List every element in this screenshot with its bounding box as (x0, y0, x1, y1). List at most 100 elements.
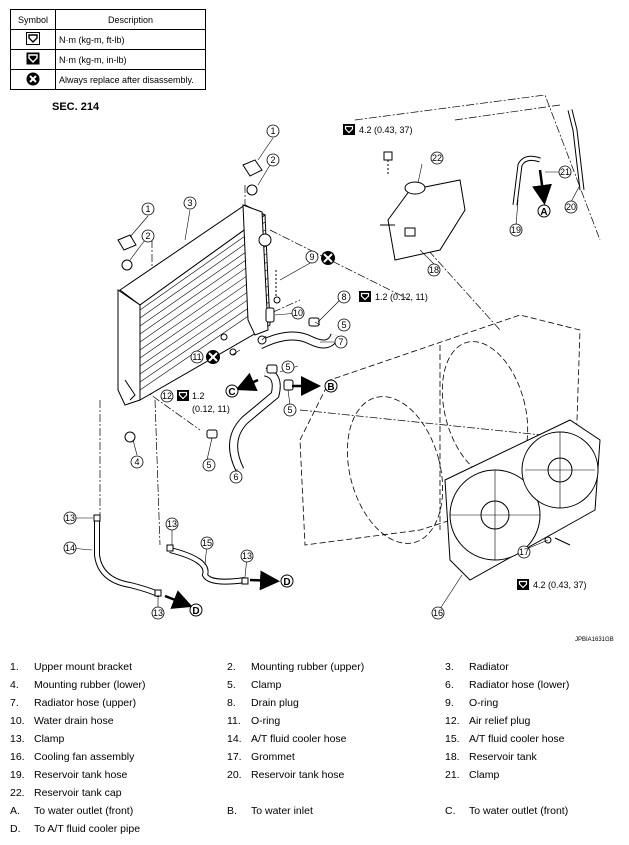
callout-number: 7 (338, 337, 343, 347)
parts-row: 19. Reservoir tank hose 20. Reservoir tank… (10, 769, 620, 787)
parts-row: 16.Cooling fan assembly 17.Grommet 18.Re… (10, 751, 620, 769)
torque-wrench-icon (26, 52, 40, 65)
part-number: 9. (445, 697, 454, 709)
part-letter: D. (10, 823, 21, 835)
callout-number: 10 (293, 308, 303, 318)
direction-arrows (164, 169, 552, 609)
list-item: A.To water outlet (front) (10, 805, 133, 817)
parts-row: 1.Upper mount bracket 2.Mounting rubber … (10, 661, 620, 679)
part-label: O-ring (469, 697, 499, 709)
callout-number: 17 (519, 547, 529, 557)
list-item: 14.A/T fluid cooler hose (227, 733, 347, 745)
callout-number: 5 (285, 362, 290, 372)
part-label: Radiator hose (upper) (34, 697, 137, 709)
direction-letter-d: D (192, 606, 199, 617)
part-label: Radiator hose (lower) (469, 679, 570, 691)
list-item: 7. Radiator hose (upper) (10, 697, 136, 709)
callout-number: 12 (162, 391, 172, 401)
small-parts (93, 270, 320, 597)
callout-number: 20 (566, 202, 576, 212)
list-item: 4. Mounting rubber (lower) (10, 679, 145, 691)
replace-x-icon (206, 251, 335, 364)
callout-number: 13 (153, 608, 163, 618)
part-label: Upper mount bracket (34, 661, 133, 673)
part-label: A/T fluid cooler hose (469, 733, 565, 745)
part-label: Cooling fan assembly (34, 751, 135, 763)
part-number: 4. (10, 679, 19, 691)
list-item: 17. Grommet (227, 751, 295, 763)
part-label: Reservoir tank hose (34, 769, 128, 781)
list-item: 22. Reservoir tank cap (10, 787, 122, 799)
symbol-legend: Symbol Description N·m (kg-m, ft-lb) N·m… (10, 9, 206, 90)
part-label: To water outlet (front) (469, 805, 569, 817)
part-letter: C. (445, 805, 456, 817)
part-label: Clamp (34, 733, 65, 745)
parts-row: A.To water outlet (front) B. To water inl… (10, 805, 620, 823)
callout-number: 5 (206, 460, 211, 470)
part-label: To A/T fluid cooler pipe (34, 823, 141, 835)
list-item: 15.A/T fluid cooler hose (445, 733, 565, 745)
torque-label-drain-plug: 1.2 (0.12, 11) (375, 292, 428, 302)
callout-number: 22 (432, 153, 442, 163)
reservoir-tank (380, 151, 466, 261)
part-number: 20. (227, 769, 242, 781)
direction-letter-b: B (327, 382, 334, 393)
list-item: 2.Mounting rubber (upper) (227, 661, 364, 673)
part-number: 10. (10, 715, 25, 727)
part-number: 17. (227, 751, 242, 763)
part-label: Clamp (469, 769, 500, 781)
replace-x-icon (26, 72, 40, 85)
part-number: 22. (10, 787, 25, 799)
direction-letter-a: A (540, 207, 547, 218)
callout-number: 13 (167, 519, 177, 529)
exploded-diagram: A B C D D (63, 94, 601, 620)
torque-label-air-relief-units: (0.12, 11) (192, 404, 230, 414)
callout-number: 21 (560, 167, 570, 177)
callout-number: 1 (270, 126, 275, 136)
part-number: 12. (445, 715, 460, 727)
direction-letter-c: C (228, 387, 235, 398)
callout-number: 6 (233, 472, 238, 482)
cooling-fan-assembly (444, 419, 601, 581)
part-number: 7. (10, 697, 19, 709)
parts-row: 13.Clamp 14.A/T fluid cooler hose 15.A/T… (10, 733, 620, 751)
list-item: 9. O-ring (445, 697, 498, 709)
part-number: 3. (445, 661, 454, 673)
part-number: 5. (227, 679, 236, 691)
callout-number: 18 (429, 265, 439, 275)
list-item: 6.Radiator hose (lower) (445, 679, 569, 691)
callout-number: 2 (270, 155, 275, 165)
torque-label-fan-bolt: 4.2 (0.43, 37) (533, 580, 587, 590)
part-number: 11. (227, 715, 241, 727)
hoses (94, 109, 585, 598)
parts-row: 22. Reservoir tank cap (10, 787, 620, 805)
part-label: Reservoir tank (469, 751, 537, 763)
callout-number: 1 (145, 204, 150, 214)
mount-brackets (117, 159, 263, 443)
part-label: To water inlet (251, 805, 313, 817)
part-number: 18. (445, 751, 460, 763)
list-item: 8.Drain plug (227, 697, 299, 709)
diagram-code: JPBIA1631GB (575, 637, 614, 643)
parts-row: 7. Radiator hose (upper) 8.Drain plug 9. O… (10, 697, 620, 715)
list-item: 21. Clamp (445, 769, 499, 781)
part-letter: B. (227, 805, 237, 817)
list-item: 1.Upper mount bracket (10, 661, 132, 673)
list-item: 12. Air relief plug (445, 715, 530, 727)
part-label: Reservoir tank cap (34, 787, 122, 799)
parts-list: 1.Upper mount bracket 2.Mounting rubber … (10, 661, 620, 841)
torque-wrench-icon (26, 32, 40, 45)
legend-description: Always replace after disassembly. (55, 69, 206, 90)
part-label: Air relief plug (469, 715, 531, 727)
part-label: Drain plug (251, 697, 299, 709)
callout-numbers: 1 2 3 1 2 4 5 5 5 5 6 7 8 9 10 11 12 13 … (63, 124, 578, 620)
part-label: Mounting rubber (lower) (34, 679, 146, 691)
part-label: Grommet (251, 751, 295, 763)
part-number: 21. (445, 769, 460, 781)
part-number: 19. (10, 769, 25, 781)
part-label: Reservoir tank hose (251, 769, 345, 781)
callout-number: 5 (287, 405, 292, 415)
part-number: 14. (227, 733, 242, 745)
list-item: 20. Reservoir tank hose (227, 769, 344, 781)
direction-letter-d: D (283, 577, 290, 588)
